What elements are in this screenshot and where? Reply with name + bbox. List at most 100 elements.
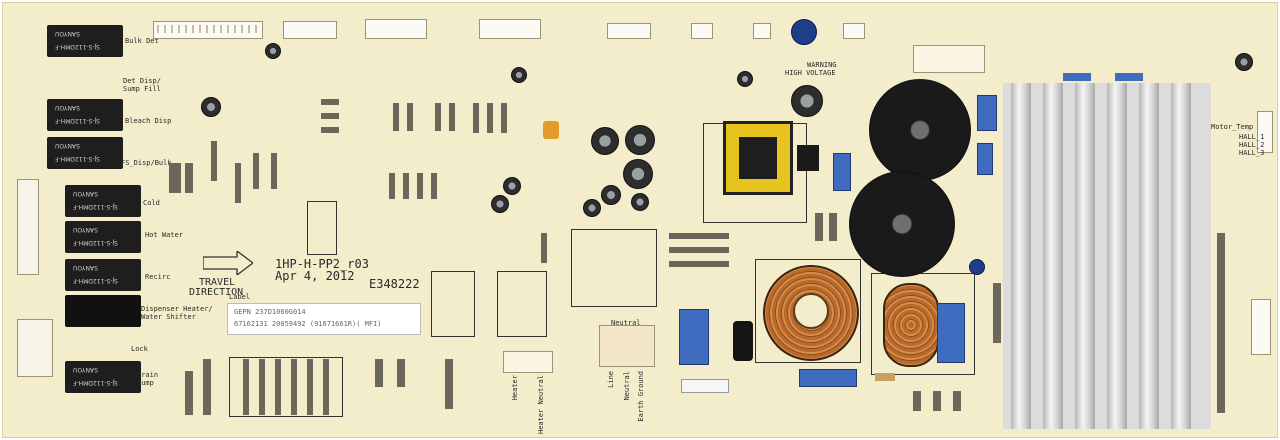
smd-part [993, 283, 1001, 343]
label-heater-neutral: Heater Neutral [537, 375, 545, 435]
right-connector-mid [1251, 299, 1271, 355]
label-det-disp: Det Disp/ [123, 77, 161, 85]
smd-part [259, 359, 265, 415]
capacitor-mid-right [791, 85, 823, 117]
bulk-capacitor-1 [869, 79, 971, 181]
smd-part [669, 247, 729, 253]
top-connector-1-pins [157, 25, 257, 33]
smd-part [203, 359, 211, 415]
heatsink-fin-4 [1107, 83, 1127, 429]
smd-part [323, 359, 329, 415]
smd-part [235, 163, 241, 203]
label-neutral: Neutral [623, 371, 631, 401]
smd-part [541, 233, 547, 263]
label-bulk-det: Bulk Det [125, 37, 159, 45]
toroid-coil-small [883, 283, 939, 367]
capacitor-mid-1 [201, 97, 221, 117]
power-connector [913, 45, 985, 73]
heatsink-fin-2 [1043, 83, 1063, 429]
label-hall-2: HALL_2 [1239, 141, 1265, 149]
label-lock: Lock [131, 345, 148, 353]
top-connector-3 [365, 19, 427, 39]
capacitor-center-4 [601, 185, 621, 205]
top-connector-4 [479, 19, 541, 39]
smd-part [913, 391, 921, 411]
relay-dispenser-heater [65, 295, 141, 327]
capacitor-x2-2 [937, 303, 965, 363]
line-neutral-connector [599, 325, 655, 367]
label-earth-ground: Earth Ground [637, 371, 645, 422]
sticker-line-2: 67162131 20059492 (91671661R)( MFI) [234, 320, 382, 328]
label-heater: Heater [511, 375, 519, 401]
smd-part [829, 213, 837, 241]
capacitor-far-right [1235, 53, 1253, 71]
toroid-coil-large-center [793, 293, 829, 329]
smd-part [1217, 233, 1225, 413]
capacitor-blue-rect [833, 153, 851, 191]
board-part-number: 1HP-H-PP2_r03 [275, 257, 369, 271]
smd-part [1115, 73, 1143, 81]
capacitor-top-2 [511, 67, 527, 83]
transformer-chip [797, 145, 819, 171]
smd-part [953, 391, 961, 411]
smd-part [445, 359, 453, 409]
footprint-center-1 [307, 201, 337, 255]
top-connector-5 [607, 23, 651, 39]
smd-part [291, 359, 297, 415]
capacitor-blue-top [791, 19, 817, 45]
label-bleach-disp: Bleach Disp [125, 117, 172, 125]
capacitor-center-8 [631, 193, 649, 211]
black-inductor [733, 321, 753, 361]
smd-part [431, 173, 437, 199]
label-motor-temp: Motor_Temp [1211, 123, 1254, 131]
smd-part [417, 173, 423, 199]
smd-part [407, 103, 413, 131]
footprint-relay-big [571, 229, 657, 307]
smd-part [449, 103, 455, 131]
label-drain: Drain [137, 371, 159, 379]
smd-part [1063, 73, 1091, 81]
smd-part [321, 99, 339, 105]
label-sump-fill: Sump Fill [123, 85, 161, 93]
label-fs-disp: FS_Disp/Bulk [121, 159, 172, 167]
label-hall-1: HALL_1 [1239, 133, 1265, 141]
smd-part [271, 153, 277, 189]
smd-part [393, 103, 399, 131]
heater-connector [503, 351, 553, 373]
smd-part [321, 113, 339, 119]
capacitor-center-1 [591, 127, 619, 155]
smd-part [501, 103, 507, 133]
smd-part [487, 103, 493, 133]
motor-temp-connector [1257, 111, 1273, 153]
label-cold-water: Cold [143, 199, 160, 207]
top-connector-8 [843, 23, 865, 39]
heatsink-fin-6 [1171, 83, 1191, 429]
left-connector-top [17, 179, 39, 275]
capacitor-x2-1 [679, 309, 709, 365]
top-connector-2 [283, 21, 337, 39]
heatsink-fin-3 [1075, 83, 1095, 429]
capacitor-center-7 [491, 195, 509, 213]
label-hall-3: HALL_3 [1239, 149, 1265, 157]
left-connector-bottom [17, 319, 53, 377]
footprint-bottom-left [229, 357, 343, 417]
label-dispenser-heater: Dispenser Heater/ [141, 305, 213, 313]
smd-part [275, 359, 281, 415]
capacitor-x2-3 [799, 369, 857, 387]
smd-part [185, 371, 193, 415]
capacitor-center-5 [583, 199, 601, 217]
label-recirc: Recirc [145, 273, 171, 281]
smd-part [669, 261, 729, 267]
heatsink-fin-1 [1011, 83, 1031, 429]
smd-part [473, 103, 479, 133]
footprint-coil-right [871, 273, 975, 375]
smd-part [403, 173, 409, 199]
label-heading: Label [229, 293, 251, 301]
capacitor-center-6 [503, 177, 521, 195]
